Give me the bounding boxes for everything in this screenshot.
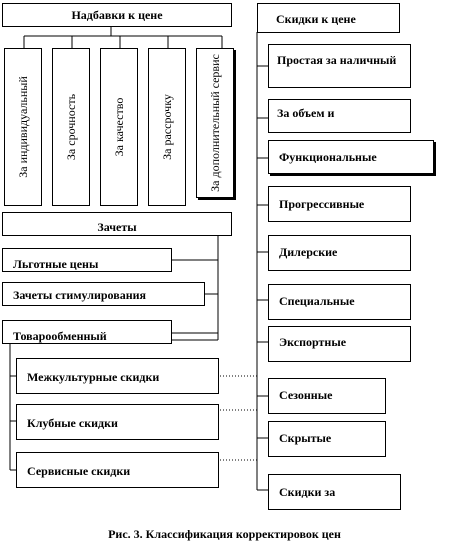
discounts-title: Скидки к цене	[276, 12, 356, 26]
discount-box-seasonal: Сезонные	[268, 378, 386, 414]
figure-caption: Рис. 3. Классификация корректировок цен	[108, 527, 341, 541]
discount-label: Скидки за	[279, 485, 336, 499]
discount-box-other: Скидки за	[268, 474, 401, 510]
discount-label: Сезонные	[279, 388, 333, 402]
discount-box-special: Специальные	[268, 284, 411, 320]
discount-box-export: Экспортные	[268, 326, 411, 362]
discount-label: Межкультурные скидки	[27, 370, 160, 384]
discount-label: Скрытые	[279, 431, 332, 445]
offset-label: Льготные цены	[13, 257, 99, 271]
discount-box-dealer: Дилерские	[268, 235, 411, 271]
discount-label: Прогрессивные	[279, 197, 365, 211]
discount-label: Клубные скидки	[27, 416, 118, 430]
discount-label: Сервисные скидки	[27, 464, 131, 478]
discount-box-intercultural: Межкультурные скидки	[16, 358, 219, 394]
markup-box-service: За дополнительный сервис	[196, 48, 234, 198]
offsets-title: Зачеты	[97, 220, 137, 234]
markup-label: За качество	[112, 97, 126, 157]
offset-box-preferential: Льготные цены	[2, 248, 172, 272]
offset-box-barter: Товарообменный	[2, 320, 172, 344]
discount-label: Функциональные	[279, 150, 377, 164]
discount-label: Простая за наличный	[277, 53, 397, 67]
discount-box-cash: Простая за наличный	[268, 44, 411, 88]
discount-label: Экспортные	[279, 335, 347, 349]
discount-box-volume: За объем и	[268, 99, 411, 133]
markup-label: За индивидуальный	[16, 76, 30, 178]
markup-label: За рассрочку	[160, 94, 174, 160]
markup-title: Надбавки к цене	[71, 8, 163, 22]
offsets-title-box: Зачеты	[2, 212, 232, 236]
markup-box-installment: За рассрочку	[148, 48, 186, 206]
offset-label: Товарообменный	[13, 329, 107, 343]
discount-label: Специальные	[279, 294, 355, 308]
discount-box-progressive: Прогрессивные	[268, 186, 411, 222]
discount-box-service: Сервисные скидки	[16, 452, 219, 488]
offset-box-incentive: Зачеты стимулирования	[2, 282, 205, 306]
markup-title-box: Надбавки к цене	[2, 3, 232, 27]
discount-label: За объем и	[277, 106, 335, 120]
discount-box-club: Клубные скидки	[16, 404, 219, 440]
offset-label: Зачеты стимулирования	[13, 288, 147, 302]
markup-box-urgency: За срочность	[52, 48, 90, 206]
markup-box-individual: За индивидуальный	[4, 48, 42, 206]
discount-box-functional: Функциональные	[268, 140, 434, 174]
discounts-title-box: Скидки к цене	[257, 3, 400, 33]
markup-box-quality: За качество	[100, 48, 138, 206]
markup-label: За срочность	[64, 93, 78, 161]
discount-label: Дилерские	[279, 245, 338, 259]
discount-box-hidden: Скрытые	[268, 421, 386, 457]
markup-label: За дополнительный сервис	[208, 54, 222, 192]
